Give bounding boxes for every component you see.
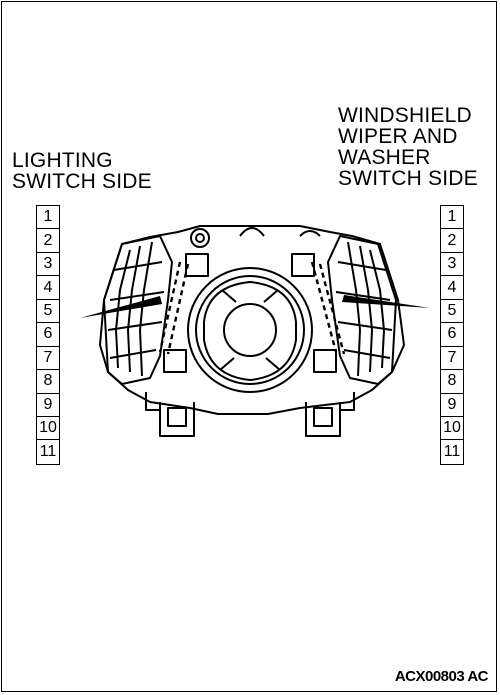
pin-number: 6 xyxy=(441,323,463,347)
right-pointer-arrow xyxy=(342,295,430,308)
pin-number: 6 xyxy=(37,323,59,347)
left-upper-connector xyxy=(185,253,209,277)
top-center-boss xyxy=(239,227,265,237)
right-terminal-row-outer xyxy=(310,261,338,353)
pin-number: 9 xyxy=(37,394,59,417)
clock-spring-hub xyxy=(223,303,277,357)
bottom-right-tab xyxy=(305,402,341,437)
pin-number: 11 xyxy=(443,443,461,461)
right-upper-connector xyxy=(291,253,315,277)
pin-number: 1 xyxy=(441,206,463,230)
left-lattice-frame xyxy=(103,235,173,385)
pin-number: 9 xyxy=(441,394,463,417)
pin-number: 3 xyxy=(441,253,463,277)
right-label-line-3: WASHER xyxy=(338,146,431,169)
pin-number: 4 xyxy=(441,276,463,300)
left-label-line-1: LIGHTING xyxy=(12,149,113,172)
right-terminal-row-inner xyxy=(318,263,346,355)
lighting-switch-side-label: LIGHTING SWITCH SIDE xyxy=(12,150,152,192)
left-lower-connector xyxy=(163,349,187,373)
pin-number: 11 xyxy=(39,443,57,461)
left-pointer-arrow xyxy=(80,296,162,318)
left-label-line-2: SWITCH SIDE xyxy=(12,170,152,193)
pin-number: 5 xyxy=(37,300,59,324)
clock-spring-outer-ring xyxy=(187,267,313,393)
pin-number: 8 xyxy=(37,370,59,394)
right-label-line-2: WIPER AND xyxy=(338,125,458,148)
switch-body-outline xyxy=(99,225,405,415)
top-left-boss xyxy=(190,228,210,248)
pin-number: 10 xyxy=(441,417,463,441)
pin-number: 10 xyxy=(37,417,59,441)
pin-number: 7 xyxy=(37,347,59,371)
bottom-left-tab xyxy=(159,402,195,437)
pin-number: 5 xyxy=(441,300,463,324)
left-terminal-row-inner xyxy=(166,263,190,355)
right-lower-connector xyxy=(313,349,337,373)
pin-number: 2 xyxy=(441,229,463,253)
pin-number: 1 xyxy=(37,206,59,230)
right-lattice-frame xyxy=(327,235,397,385)
pin-number: 8 xyxy=(441,370,463,394)
pin-number: 3 xyxy=(37,253,59,277)
left-terminal-row-outer xyxy=(158,261,182,353)
figure-code: ACX00803 AC xyxy=(394,668,489,685)
clock-spring-inner-ring xyxy=(203,281,297,381)
right-label-line-1: WINDSHIELD xyxy=(338,104,472,127)
pin-number: 2 xyxy=(37,229,59,253)
right-label-line-4: SWITCH SIDE xyxy=(338,167,478,190)
wiper-washer-switch-side-label: WINDSHIELD WIPER AND WASHER SWITCH SIDE xyxy=(338,105,478,189)
pin-number: 7 xyxy=(441,347,463,371)
pin-number: 4 xyxy=(37,276,59,300)
